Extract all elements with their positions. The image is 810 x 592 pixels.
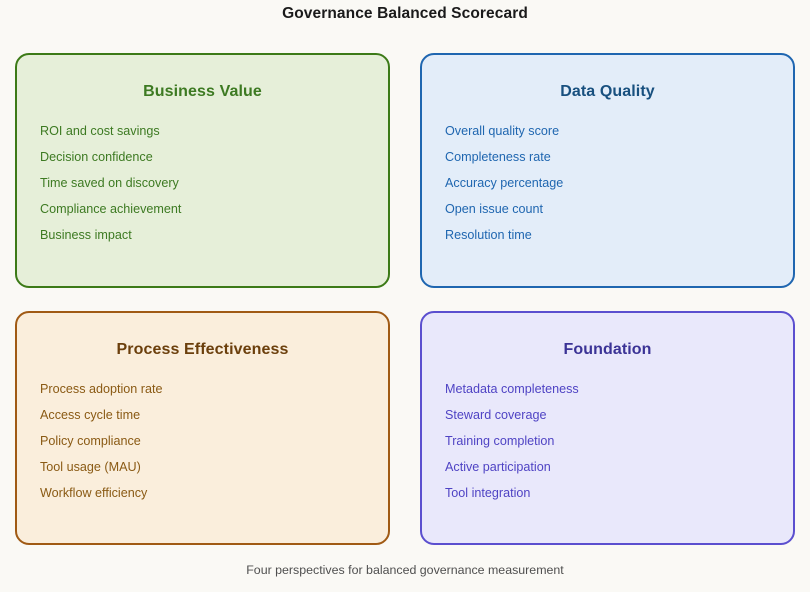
list-item: Open issue count xyxy=(445,202,544,216)
list-item: Steward coverage xyxy=(445,408,547,422)
quadrant-card-process-effectiveness: Process Effectiveness Process adoption r… xyxy=(15,311,390,545)
list-item: Training completion xyxy=(445,434,555,448)
list-item: Overall quality score xyxy=(445,124,560,138)
quadrant-item-list-process-effectiveness: Process adoption rate Access cycle time … xyxy=(40,376,374,506)
list-item: Active participation xyxy=(445,460,551,474)
scorecard-grid: Business Value ROI and cost savings Deci… xyxy=(15,53,795,545)
quadrant-item-list-business-value: ROI and cost savings Decision confidence… xyxy=(40,118,374,248)
quadrant-heading-foundation: Foundation xyxy=(563,341,652,358)
quadrant-item-list-foundation: Metadata completeness Steward coverage T… xyxy=(445,376,779,506)
quadrant-heading-data-quality: Data Quality xyxy=(560,83,655,100)
list-item: ROI and cost savings xyxy=(40,124,160,138)
footer-caption: Four perspectives for balanced governanc… xyxy=(246,563,564,577)
quadrant-item-list-data-quality: Overall quality score Completeness rate … xyxy=(445,118,779,248)
list-item: Resolution time xyxy=(445,228,532,242)
list-item: Decision confidence xyxy=(40,150,153,164)
list-item: Process adoption rate xyxy=(40,382,163,396)
list-item: Tool integration xyxy=(445,486,531,500)
quadrant-card-foundation: Foundation Metadata completeness Steward… xyxy=(420,311,795,545)
list-item: Accuracy percentage xyxy=(445,176,564,190)
list-item: Tool usage (MAU) xyxy=(40,460,141,474)
list-item: Completeness rate xyxy=(445,150,551,164)
quadrant-card-data-quality: Data Quality Overall quality score Compl… xyxy=(420,53,795,288)
list-item: Business impact xyxy=(40,228,132,242)
list-item: Policy compliance xyxy=(40,434,141,448)
page-title: Governance Balanced Scorecard xyxy=(282,5,528,22)
list-item: Workflow efficiency xyxy=(40,486,148,500)
list-item: Compliance achievement xyxy=(40,202,182,216)
list-item: Time saved on discovery xyxy=(40,176,179,190)
quadrant-card-business-value: Business Value ROI and cost savings Deci… xyxy=(15,53,390,288)
quadrant-heading-process-effectiveness: Process Effectiveness xyxy=(116,341,289,358)
list-item: Metadata completeness xyxy=(445,382,579,396)
quadrant-heading-business-value: Business Value xyxy=(143,83,262,100)
list-item: Access cycle time xyxy=(40,408,141,422)
